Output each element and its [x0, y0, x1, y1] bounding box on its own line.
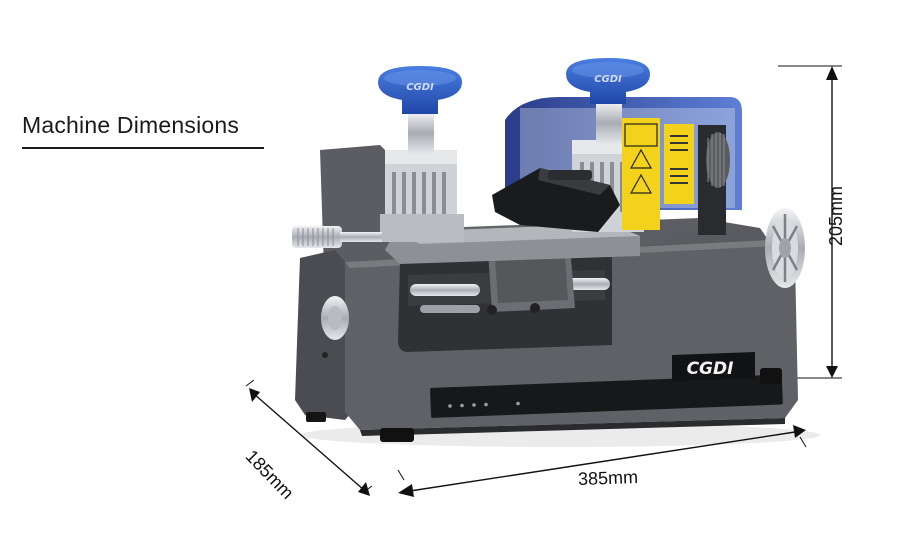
handwheel [765, 208, 805, 288]
depth-dimension-line [245, 379, 373, 496]
height-dimension-label: 205mm [826, 185, 846, 246]
knob-logo-right: CGDI [594, 74, 622, 85]
page-title: Machine Dimensions [22, 112, 240, 138]
status-leds [448, 401, 520, 408]
warning-label [622, 118, 694, 230]
motor-drum [698, 125, 730, 235]
machine-feet [306, 368, 782, 442]
key-carriage [487, 246, 575, 315]
brand-logo: CGDI [687, 359, 734, 379]
right-blue-knob: CGDI [566, 58, 650, 104]
knob-logo-left: CGDI [406, 82, 434, 93]
title-underline [22, 147, 264, 149]
width-dimension-line [397, 425, 807, 497]
side-knob [321, 296, 349, 358]
spindle-housing [492, 168, 620, 232]
left-blue-knob: CGDI [378, 66, 462, 114]
side-screw [292, 226, 382, 248]
left-clamp [380, 112, 464, 242]
width-dimension-label: 385mm [577, 466, 639, 490]
brand-plate: CGDI [672, 352, 755, 381]
